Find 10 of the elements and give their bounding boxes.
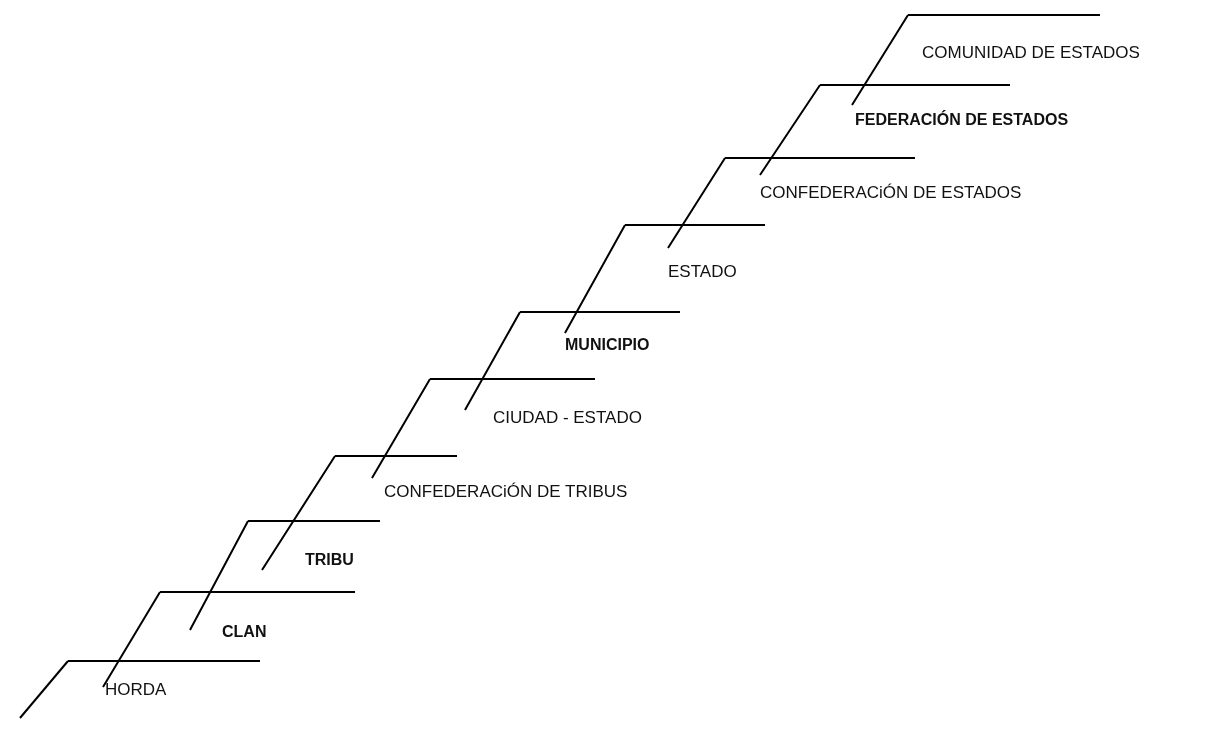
step-label: CLAN: [222, 622, 267, 642]
step-label: TRIBU: [305, 550, 354, 570]
step-label: HORDA: [105, 680, 167, 700]
step-label: COMUNIDAD DE ESTADOS: [922, 43, 1140, 63]
step-label: CONFEDERACiÓN DE ESTADOS: [760, 183, 1022, 203]
step-label: MUNICIPIO: [565, 335, 650, 355]
step-label: CIUDAD - ESTADO: [493, 408, 642, 428]
step-label: FEDERACIÓN DE ESTADOS: [855, 110, 1069, 130]
step-label: CONFEDERACiÓN DE TRIBUS: [384, 482, 628, 502]
step-label: ESTADO: [668, 262, 737, 282]
